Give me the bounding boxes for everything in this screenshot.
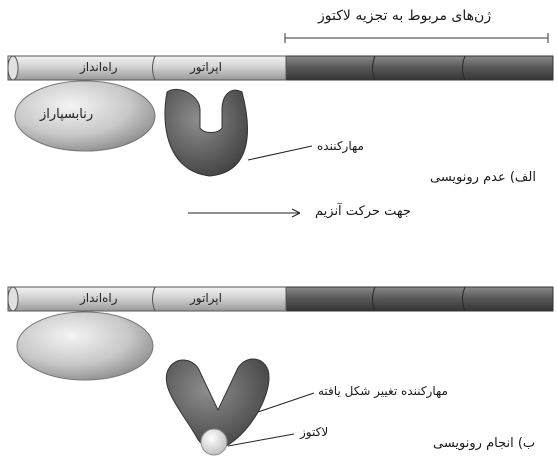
rna-polymerase-b (17, 312, 153, 380)
operator-label-a: اپراتور (190, 60, 222, 74)
repressor-a-pointer (248, 146, 312, 160)
repressor-b-pointer (258, 393, 314, 412)
operator-label-b: اپراتور (190, 291, 222, 305)
promoter-label-b: راه‌انداز (80, 291, 118, 305)
polymerase-label: رنابسپاراز (40, 107, 93, 122)
lactose-molecule (201, 429, 227, 455)
repressor-label-a: مهارکننده (317, 139, 364, 153)
direction-label: جهت حرکت آنزیم (315, 204, 411, 219)
direction-arrow (188, 209, 300, 217)
promoter-label-a: راه‌انداز (80, 60, 118, 74)
repressor-label-b: مهارکننده تغییر شکل یافته (318, 384, 448, 398)
lactose-label: لاکتوز (300, 425, 328, 439)
genes-bracket (285, 33, 548, 43)
caption-b: ب) انجام رونویسی (433, 436, 535, 451)
repressor-a (165, 89, 248, 176)
genes-label: ژن‌های مربوط به تجزیه لاکتوز (318, 8, 491, 24)
caption-a: الف) عدم رونویسی (430, 170, 536, 185)
